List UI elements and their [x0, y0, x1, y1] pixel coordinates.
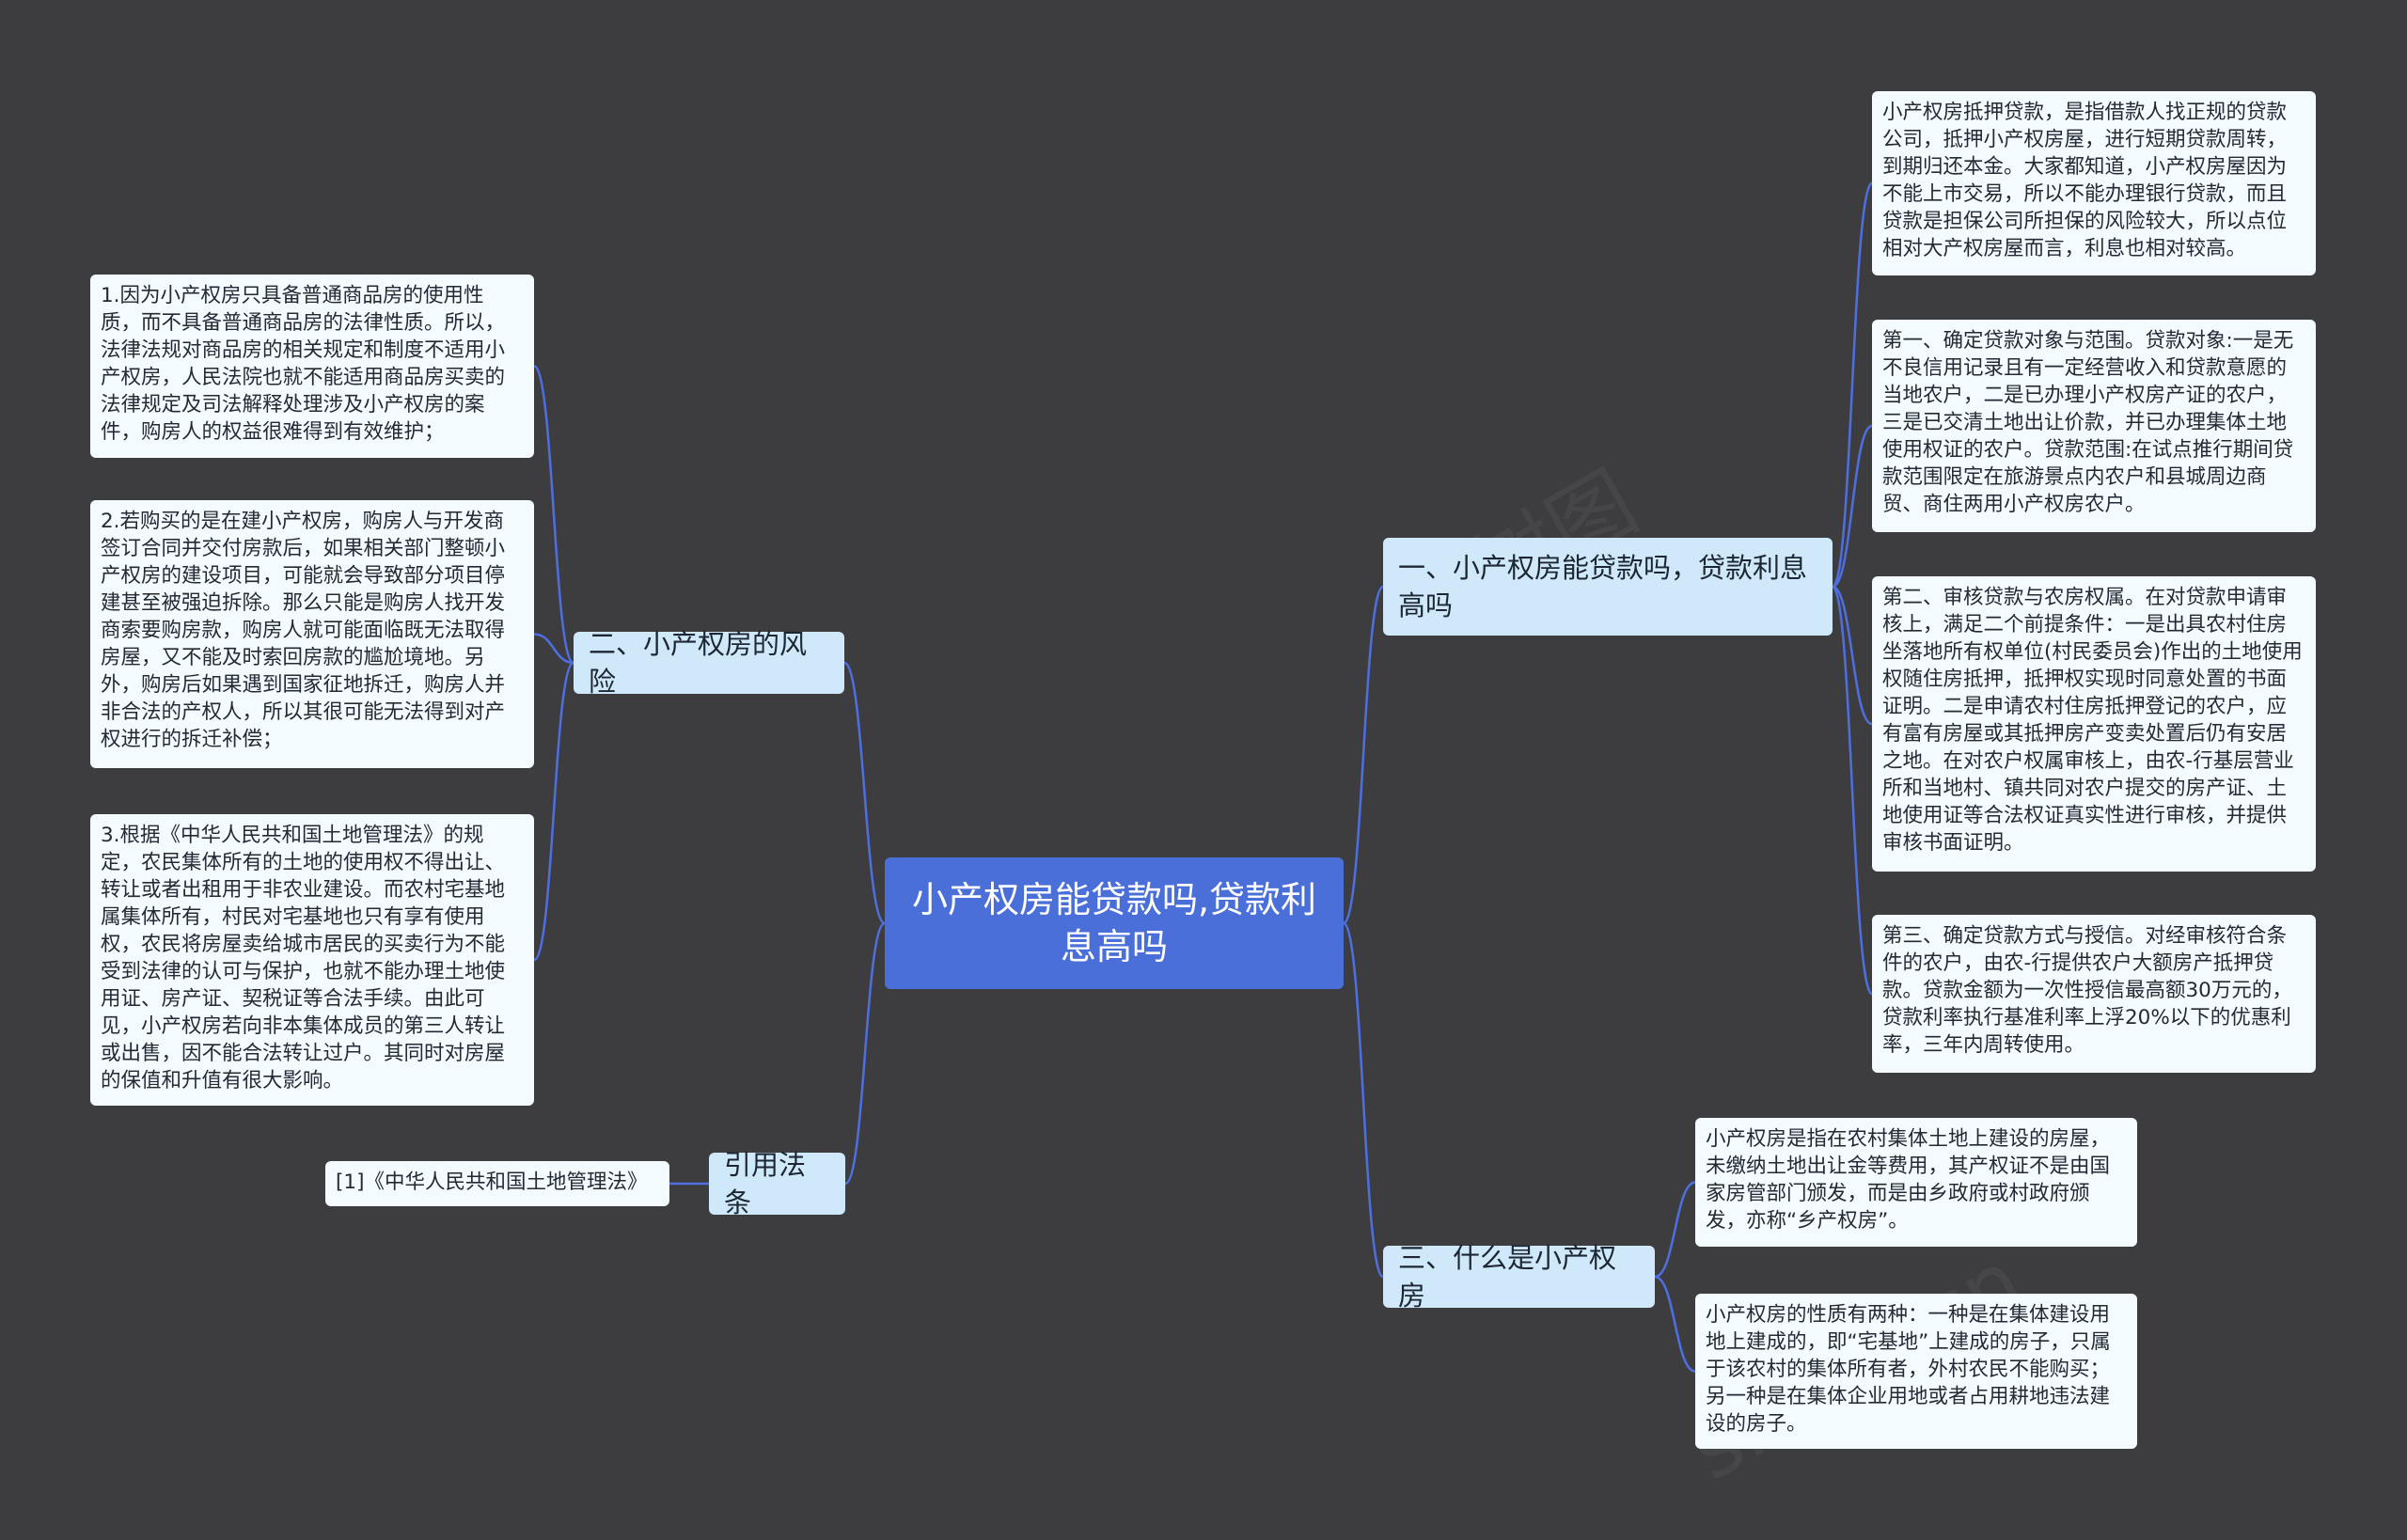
leaf-node[interactable]: 小产权房是指在农村集体土地上建设的房屋，未缴纳土地出让金等费用，其产权证不是由国… — [1695, 1118, 2137, 1247]
connector-line — [1654, 1181, 1696, 1279]
leaf-node[interactable]: 小产权房抵押贷款，是指借款人找正规的贷款公司，抵押小产权房屋，进行短期贷款周转，… — [1872, 91, 2316, 275]
connector-line — [1654, 1275, 1696, 1373]
leaf-node[interactable]: 第一、确定贷款对象与范围。贷款对象:一是无不良信用记录且有一定经营收入和贷款意愿… — [1872, 320, 2316, 532]
connector-line — [532, 365, 575, 665]
leaf-node[interactable]: 2.若购买的是在建小产权房，购房人与开发商签订合同并交付房款后，如果相关部门整顿… — [90, 500, 534, 768]
leaf-node[interactable]: [1]《中华人民共和国土地管理法》 — [325, 1161, 669, 1206]
leaf-node[interactable]: 1.因为小产权房只具备普通商品房的使用性质，而不具备普通商品房的法律性质。所以，… — [90, 275, 534, 458]
leaf-node[interactable]: 小产权房的性质有两种：一种是在集体建设用地上建成的，即“宅基地”上建成的房子，只… — [1695, 1294, 2137, 1449]
connector-line — [1832, 585, 1873, 726]
branch-node-law[interactable]: 引用法条 — [709, 1149, 845, 1218]
connector-line — [1342, 585, 1385, 925]
root-label: 小产权房能贷款吗,贷款利息高吗 — [911, 879, 1317, 967]
connector-line — [1342, 921, 1385, 1279]
connector-line — [1831, 585, 1874, 996]
root-node[interactable]: 小产权房能贷款吗,贷款利息高吗 — [885, 857, 1344, 989]
branch-node-risk[interactable]: 二、小产权房的风险 — [574, 628, 844, 698]
leaf-node[interactable]: 3.根据《中华人民共和国土地管理法》的规定，农民集体所有的土地的使用权不得出让、… — [90, 814, 534, 1106]
connector-line — [1831, 181, 1874, 589]
connector-line — [1832, 424, 1873, 589]
connector-line — [843, 661, 886, 925]
connector-line — [844, 921, 886, 1186]
leaf-node[interactable]: 第二、审核贷款与农房权属。在对贷款申请审核上，满足二个前提条件：一是出具农村住房… — [1872, 576, 2316, 872]
branch-label: 二、小产权房的风险 — [589, 628, 808, 698]
branch-node-loan[interactable]: 一、小产权房能贷款吗，贷款利息高吗 — [1383, 538, 1833, 636]
connector-line — [533, 633, 574, 665]
connector-line — [532, 661, 575, 962]
branch-node-what[interactable]: 三、什么是小产权房 — [1383, 1242, 1655, 1312]
leaf-node[interactable]: 第三、确定贷款方式与授信。对经审核符合条件的农户，由农-行提供农户大额房产抵押贷… — [1872, 915, 2316, 1073]
branch-label: 引用法条 — [724, 1149, 807, 1218]
branch-label: 三、什么是小产权房 — [1398, 1242, 1617, 1312]
branch-label: 一、小产权房能贷款吗，贷款利息高吗 — [1398, 552, 1808, 621]
